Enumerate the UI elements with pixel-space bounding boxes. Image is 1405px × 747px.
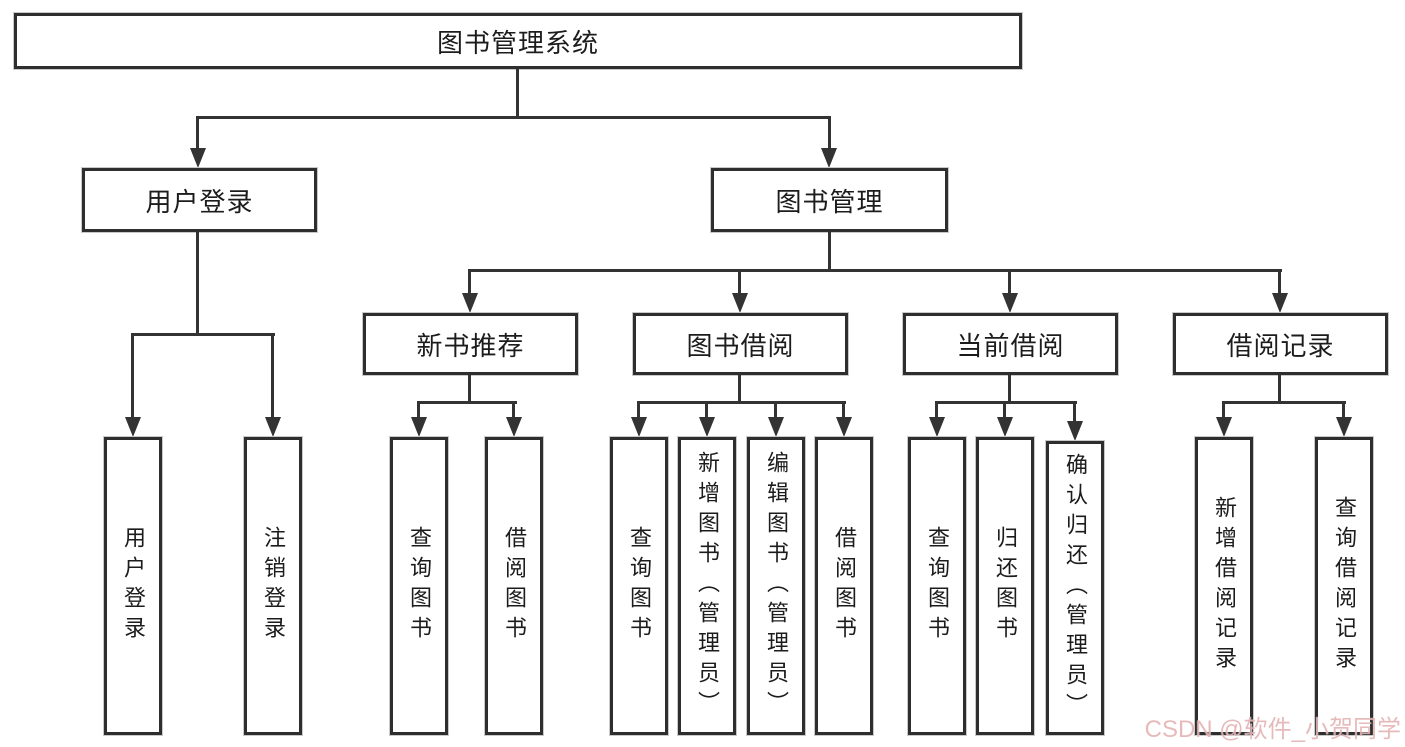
arrowhead-down-icon — [462, 293, 478, 313]
connector-line — [705, 401, 708, 419]
leaf-label: 新增借阅记录 — [1212, 496, 1237, 676]
leaf-label: 归还图书 — [993, 526, 1018, 646]
node-label: 新书推荐 — [416, 330, 525, 361]
arrowhead-down-icon — [265, 417, 281, 437]
leaf-query-books-newbooks: 查询图书 — [390, 437, 448, 735]
node-user-login: 用户登录 — [82, 168, 317, 232]
connector-line — [828, 116, 831, 150]
leaf-label: 借阅图书 — [502, 526, 527, 646]
leaf-label: 编辑图书（管理员） — [764, 451, 789, 721]
leaf-label: 查询图书 — [627, 526, 652, 646]
leaf-edit-book-admin: 编辑图书（管理员） — [747, 437, 805, 735]
connector-line — [1008, 375, 1011, 404]
node-current-borrowing: 当前借阅 — [903, 313, 1118, 375]
node-book-management: 图书管理 — [711, 168, 948, 232]
arrowhead-down-icon — [190, 148, 206, 168]
node-label: 图书管理 — [775, 186, 884, 217]
connector-line — [196, 116, 199, 150]
connector-line — [271, 333, 274, 419]
connector-line — [774, 401, 777, 419]
node-label: 借阅记录 — [1226, 330, 1335, 361]
connector-line — [637, 401, 846, 404]
node-borrow-records: 借阅记录 — [1173, 313, 1388, 375]
connector-line — [842, 401, 845, 419]
connector-line — [516, 69, 519, 118]
node-root-library-system: 图书管理系统 — [14, 13, 1022, 69]
node-label: 图书管理系统 — [436, 27, 599, 58]
connector-line — [468, 269, 471, 295]
arrowhead-down-icon — [631, 417, 647, 437]
leaf-label: 注销登录 — [261, 526, 286, 646]
connector-line — [131, 333, 134, 419]
node-label: 图书借阅 — [686, 330, 795, 361]
connector-line — [417, 401, 420, 419]
arrowhead-down-icon — [506, 417, 522, 437]
connector-line — [131, 333, 275, 336]
leaf-borrow-books-borrowing: 借阅图书 — [815, 437, 873, 735]
connector-line — [738, 269, 741, 295]
arrowhead-down-icon — [125, 417, 141, 437]
connector-line — [1278, 375, 1281, 404]
connector-line — [828, 232, 831, 272]
connector-line — [1342, 401, 1345, 419]
connector-line — [1003, 401, 1006, 419]
arrowhead-down-icon — [821, 148, 837, 168]
leaf-return-books: 归还图书 — [976, 437, 1034, 735]
csdn-watermark: CSDN @软件_小贺同学 — [1144, 716, 1401, 744]
connector-line — [1073, 401, 1076, 423]
connector-line — [468, 375, 471, 404]
connector-line — [935, 401, 1077, 404]
arrowhead-down-icon — [1272, 293, 1288, 313]
connector-line — [417, 401, 517, 404]
leaf-label: 查询图书 — [407, 526, 432, 646]
arrowhead-down-icon — [836, 417, 852, 437]
arrowhead-down-icon — [1002, 293, 1018, 313]
leaf-query-books-borrowing: 查询图书 — [610, 437, 668, 735]
leaf-add-book-admin: 新增图书（管理员） — [678, 437, 736, 735]
node-book-borrowing: 图书借阅 — [633, 313, 848, 375]
arrowhead-down-icon — [1067, 421, 1083, 441]
connector-line — [637, 401, 640, 419]
arrowhead-down-icon — [411, 417, 427, 437]
connector-line — [738, 375, 741, 404]
connector-line — [1008, 269, 1011, 295]
leaf-add-borrow-record: 新增借阅记录 — [1195, 437, 1253, 735]
connector-line — [1222, 401, 1225, 419]
connector-line — [196, 116, 831, 119]
connector-line — [935, 401, 938, 419]
arrowhead-down-icon — [1336, 417, 1352, 437]
leaf-logout: 注销登录 — [244, 437, 302, 735]
connector-line — [1278, 269, 1281, 295]
node-label: 当前借阅 — [956, 330, 1065, 361]
leaf-label: 查询借阅记录 — [1332, 496, 1357, 676]
node-new-book-recommend: 新书推荐 — [363, 313, 578, 375]
leaf-confirm-return-admin: 确认归还（管理员） — [1046, 441, 1104, 735]
leaf-label: 确认归还（管理员） — [1063, 453, 1088, 723]
arrowhead-down-icon — [732, 293, 748, 313]
connector-line — [1222, 401, 1346, 404]
connector-line — [512, 401, 515, 419]
leaf-label: 新增图书（管理员） — [695, 451, 720, 721]
leaf-borrow-books-newbooks: 借阅图书 — [485, 437, 543, 735]
leaf-query-books-current: 查询图书 — [908, 437, 966, 735]
arrowhead-down-icon — [1216, 417, 1232, 437]
leaf-query-borrow-record: 查询借阅记录 — [1315, 437, 1373, 735]
connector-line — [468, 269, 1282, 272]
arrowhead-down-icon — [997, 417, 1013, 437]
node-label: 用户登录 — [145, 186, 254, 217]
leaf-label: 用户登录 — [121, 526, 146, 646]
connector-line — [196, 232, 199, 336]
leaf-label: 查询图书 — [925, 526, 950, 646]
arrowhead-down-icon — [929, 417, 945, 437]
arrowhead-down-icon — [699, 417, 715, 437]
leaf-user-login: 用户登录 — [104, 437, 162, 735]
arrowhead-down-icon — [768, 417, 784, 437]
leaf-label: 借阅图书 — [832, 526, 857, 646]
